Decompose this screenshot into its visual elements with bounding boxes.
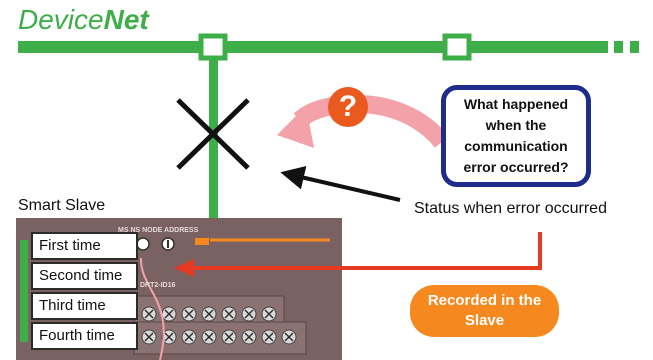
terminal-screw-icon <box>261 306 277 322</box>
terminal-screw-icon <box>281 329 297 345</box>
question-callout: What happened when the communication err… <box>441 85 591 187</box>
recorded-badge: Recorded in the Slave <box>410 285 559 337</box>
logo-part-device: Device <box>18 4 104 35</box>
status-arrow <box>280 166 401 202</box>
devicenet-trunk-line <box>18 41 639 53</box>
device-header-text: MS NS NODE ADDRESS <box>118 227 199 234</box>
terminal-screw-icon <box>161 306 177 322</box>
terminal-screw-icon <box>241 329 257 345</box>
terminal-screw-icon <box>181 329 197 345</box>
history-item-2: Second time <box>31 262 138 290</box>
terminal-screw-icon <box>181 306 197 322</box>
terminal-screws <box>141 306 297 345</box>
drop-line <box>209 52 218 230</box>
callout-text: What happened when the communication err… <box>463 96 569 175</box>
terminal-screw-icon <box>161 329 177 345</box>
history-item-1: First time <box>31 232 138 260</box>
terminal-screw-icon <box>241 306 257 322</box>
terminal-screw-icon <box>261 329 277 345</box>
terminal-screw-icon <box>221 329 237 345</box>
terminal-screw-icon <box>141 329 157 345</box>
terminal-screw-icon <box>201 306 217 322</box>
tap-node-1 <box>198 33 228 61</box>
question-icon: ? <box>328 87 368 127</box>
terminal-screw-icon <box>141 306 157 322</box>
terminal-screw-icon <box>221 306 237 322</box>
history-item-4: Fourth time <box>31 322 138 350</box>
record-arrow <box>174 232 542 277</box>
device-model-text: DRT2-ID16 <box>140 282 176 289</box>
error-history-list: First time Second time Third time Fourth… <box>31 232 138 350</box>
tap-node-2 <box>442 33 472 61</box>
recorded-text: Recorded in the Slave <box>427 292 542 329</box>
terminal-screw-icon <box>201 329 217 345</box>
pink-lead-line <box>139 257 165 360</box>
smart-slave-label: Smart Slave <box>18 197 106 214</box>
history-item-3: Third time <box>31 292 138 320</box>
logo-part-net: Net <box>103 4 149 35</box>
status-label: Status when error occurred <box>414 200 607 217</box>
devicenet-logo: DeviceNet <box>18 4 149 36</box>
error-cross-icon <box>176 98 250 170</box>
